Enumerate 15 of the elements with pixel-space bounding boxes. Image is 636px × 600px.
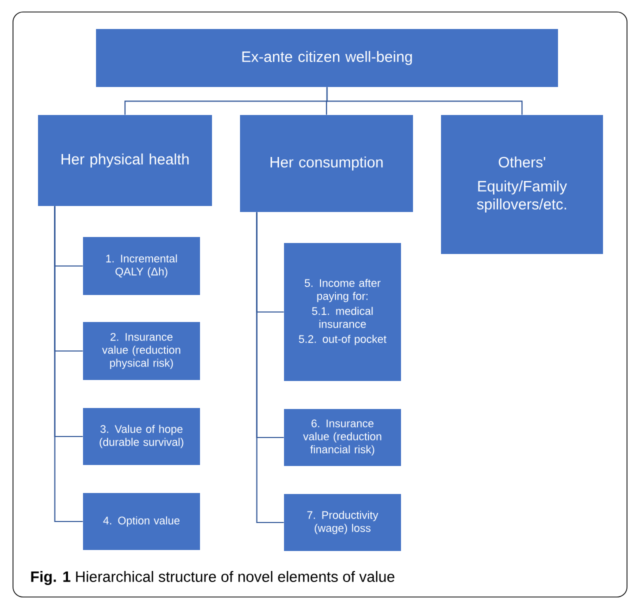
connector-line (54, 206, 83, 522)
category-box: Others' Equity/Family spillovers/etc. (441, 115, 603, 254)
category-box: 3. Value of hope (durable survival) (83, 408, 200, 465)
category-box: Her consumption (240, 115, 413, 212)
category-box: 5. Income after paying for: 5.1. medical insurance 5.2. out-of pocket (284, 243, 401, 381)
connector-line (256, 212, 284, 524)
category-box: 2. Insurance value (reduction physical risk) (83, 322, 200, 380)
category-box: Her physical health (38, 115, 212, 206)
connector-line (326, 87, 523, 115)
category-box: 1. Incremental QALY (Δh) (83, 237, 200, 295)
category-box: Ex-ante citizen well-being (96, 29, 558, 87)
category-box: 4. Option value (83, 493, 200, 550)
category-box: 7. Productivity (wage) loss (284, 494, 401, 551)
category-box: 6. Insurance value (reduction financial risk) (284, 409, 401, 466)
figure-caption: Fig. 1 Hierarchical structure of novel elements of value (31, 570, 394, 586)
